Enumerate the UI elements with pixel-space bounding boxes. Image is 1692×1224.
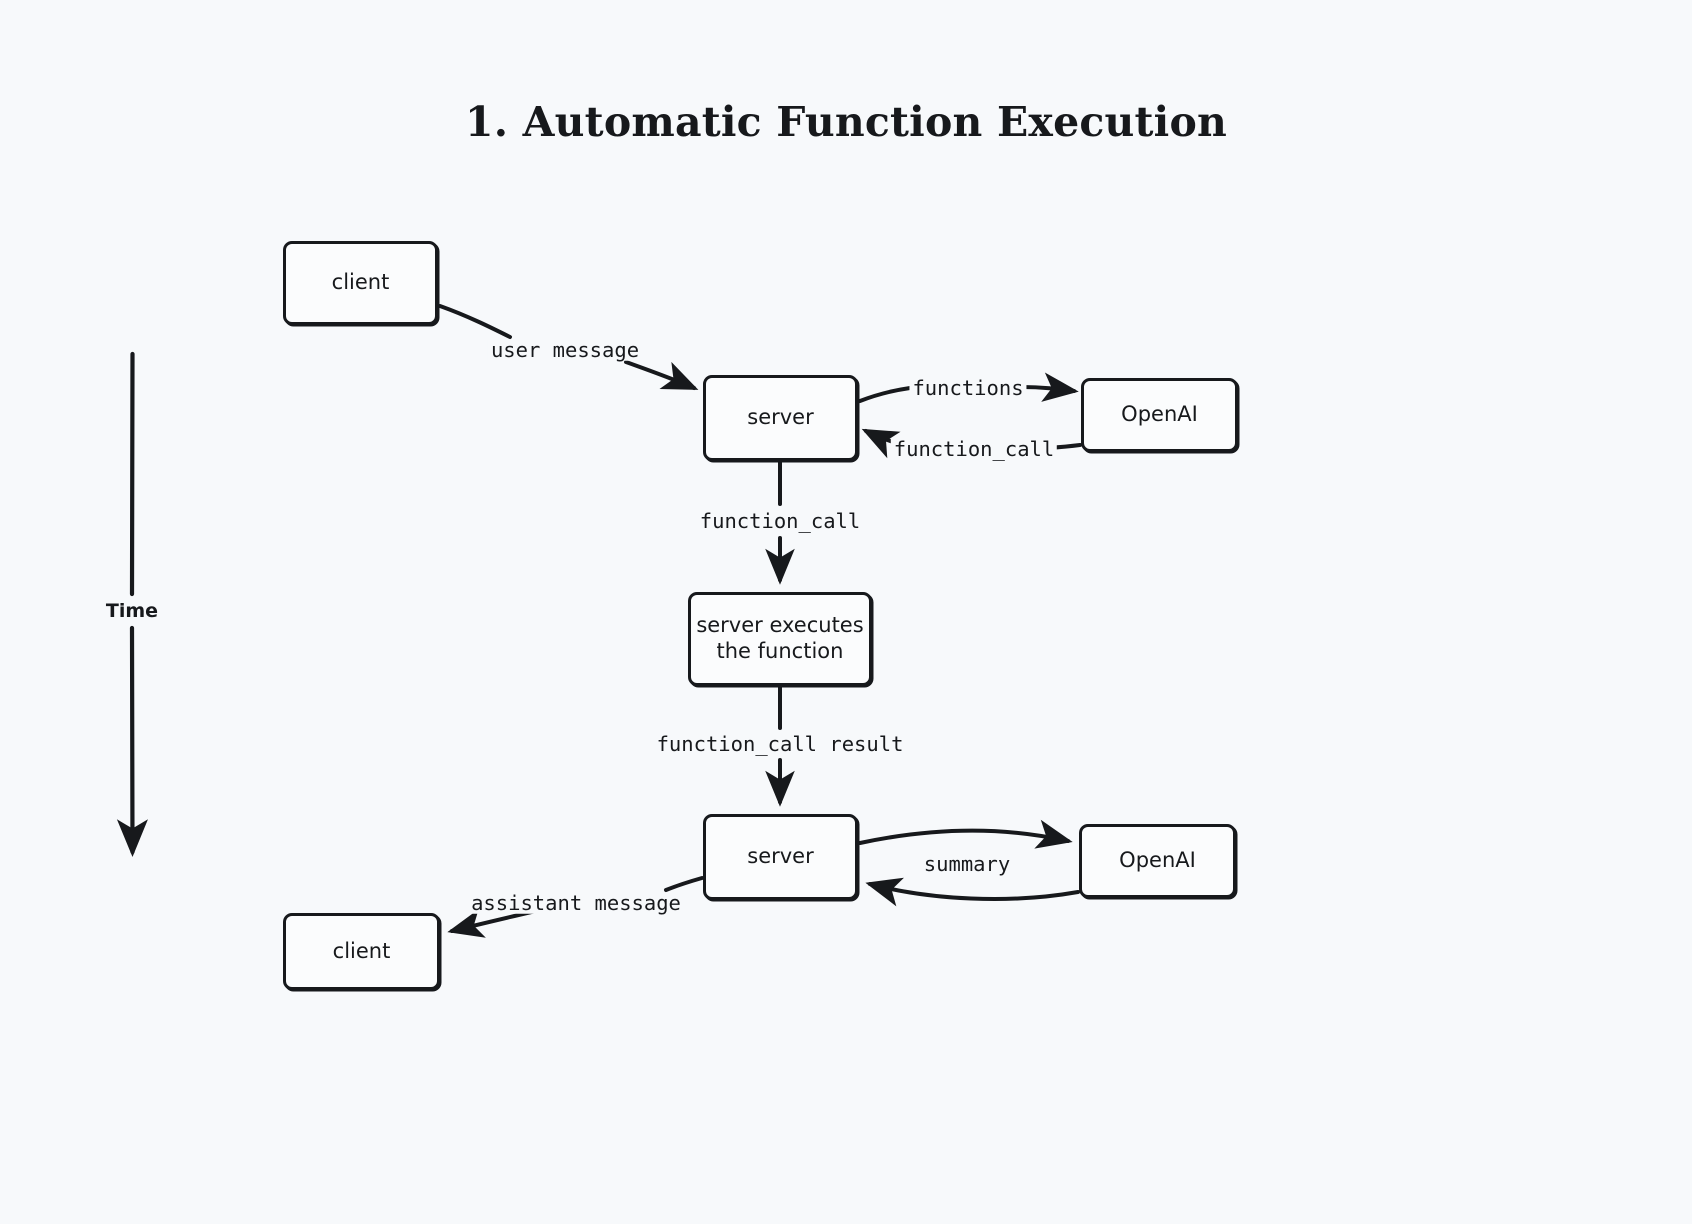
edge-functions-seg2 bbox=[1020, 372, 1079, 402]
edge-summary bbox=[865, 877, 1080, 907]
time-axis-upper-line bbox=[129, 351, 135, 597]
edge-server-to-openai-bottom-line bbox=[858, 819, 1073, 849]
edge-summary-line bbox=[865, 877, 1080, 907]
edge-label-function-call-result: function_call result bbox=[653, 734, 907, 755]
time-axis-label: Time bbox=[103, 600, 161, 622]
time-axis bbox=[116, 351, 148, 858]
node-openai-bottom-label: OpenAI bbox=[1119, 848, 1196, 873]
edge-server-to-openai-bottom bbox=[858, 819, 1073, 849]
edge-label-function-call-down: function_call bbox=[696, 511, 864, 532]
edge-assistant-message-seg1 bbox=[664, 876, 704, 892]
node-client-bottom-label: client bbox=[332, 938, 391, 963]
node-server-executes[interactable]: server executes the function bbox=[688, 592, 872, 686]
node-openai-top-label: OpenAI bbox=[1121, 402, 1198, 427]
edge-label-function-call-return: function_call bbox=[890, 439, 1058, 460]
edge-label-summary: summary bbox=[920, 854, 1014, 875]
node-server-executes-label: server executes the function bbox=[696, 613, 864, 663]
node-server-bottom-label: server bbox=[747, 844, 814, 869]
edge-label-assistant-message: assistant message bbox=[468, 893, 684, 914]
node-server-top-label: server bbox=[747, 405, 814, 430]
node-client-top[interactable]: client bbox=[283, 241, 438, 325]
node-openai-top[interactable]: OpenAI bbox=[1081, 378, 1238, 452]
node-server-bottom[interactable]: server bbox=[703, 814, 858, 900]
edge-functions bbox=[858, 372, 1079, 403]
edge-user-message-seg2 bbox=[624, 360, 699, 390]
page-title: 1. Automatic Function Execution bbox=[464, 98, 1228, 146]
node-client-bottom[interactable]: client bbox=[283, 913, 440, 990]
time-axis-lower-line bbox=[116, 625, 148, 858]
edge-user-message bbox=[438, 304, 699, 390]
edge-user-message-seg1 bbox=[438, 304, 512, 339]
edge-functions-seg1 bbox=[858, 386, 912, 403]
node-openai-bottom[interactable]: OpenAI bbox=[1079, 824, 1236, 898]
edge-label-user-message: user message bbox=[487, 340, 643, 361]
edge-label-functions: functions bbox=[909, 378, 1027, 399]
node-server-top[interactable]: server bbox=[703, 375, 858, 461]
node-client-top-label: client bbox=[331, 270, 390, 295]
